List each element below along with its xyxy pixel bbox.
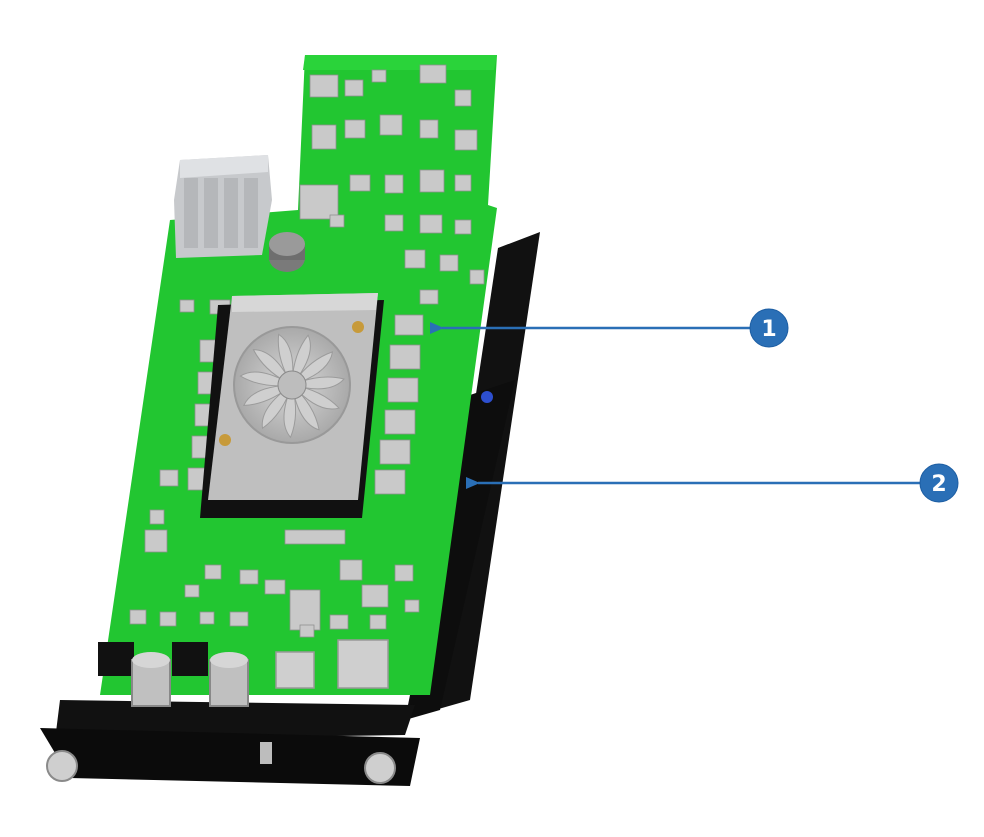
pcb-chip: [339, 559, 363, 581]
callout-2: 2: [919, 463, 959, 503]
pcb-chip: [299, 624, 315, 638]
pcb-chip: [419, 289, 439, 305]
pcb-chip: [394, 564, 414, 582]
pcb-chip: [394, 314, 424, 336]
pcb-chip: [389, 344, 421, 370]
pcb-chip: [387, 377, 419, 403]
pcb-chip: [371, 69, 387, 83]
pcb-chip: [384, 214, 404, 232]
pcb-chip: [309, 74, 339, 98]
callout-1: 1: [749, 308, 789, 348]
callout-arrows: [430, 322, 922, 489]
pcb-chip: [384, 174, 404, 194]
surface-components: [129, 64, 485, 638]
pcb-chip: [454, 129, 478, 151]
grey-connector-block: [174, 155, 272, 258]
pcb-chip: [379, 439, 411, 465]
pcb-chip: [349, 174, 371, 192]
pcb-chip: [184, 584, 200, 598]
front-connectors: [98, 639, 389, 707]
pcb-chip: [129, 609, 147, 625]
pcb-chip: [229, 611, 249, 627]
svg-text:1: 1: [761, 317, 776, 342]
pcb-chip: [361, 584, 389, 608]
pcb-chip: [329, 614, 349, 630]
pcb-chip: [419, 169, 445, 193]
pcb-chip: [159, 469, 179, 487]
pcb-chip: [374, 469, 406, 495]
pcb-chip: [419, 64, 447, 84]
fan-blades: [239, 333, 345, 439]
pcb-chip: [404, 249, 426, 269]
pcb-chip: [454, 89, 472, 107]
front-bracket: [40, 700, 420, 786]
pcb-chip: [404, 599, 420, 613]
pcb-chip: [264, 579, 286, 595]
pcb-chip: [369, 614, 387, 630]
pcb-chip: [199, 611, 215, 625]
pcb-chip: [144, 529, 168, 553]
pcb-chip: [329, 214, 345, 228]
heatsink-fan-module: [200, 293, 384, 518]
svg-text:2: 2: [931, 472, 946, 497]
thumbscrew-right: [364, 752, 396, 784]
pcb-chip: [311, 124, 337, 150]
pcb-chip: [379, 114, 403, 136]
pcb-chip: [454, 219, 472, 235]
pcb-chip: [454, 174, 472, 192]
pcb-chip: [384, 409, 416, 435]
fan-hub: [277, 370, 307, 400]
pcb-chip: [439, 254, 459, 272]
pcb-chip: [159, 611, 177, 627]
pcb-chip: [419, 119, 439, 139]
pcb-chip: [239, 569, 259, 585]
thumbscrew-left: [46, 750, 78, 782]
pcb-chip: [179, 299, 195, 313]
pcb-chip: [204, 564, 222, 580]
pcb-chip: [469, 269, 485, 285]
pcb-chip: [344, 119, 366, 139]
capacitor: [269, 232, 305, 272]
pcb-chip: [344, 79, 364, 97]
pcb-chip: [299, 184, 339, 220]
pcb-chip: [289, 589, 321, 631]
pcb-chip: [149, 509, 165, 525]
pcb-chip: [284, 529, 346, 545]
pcb-chip: [419, 214, 443, 234]
